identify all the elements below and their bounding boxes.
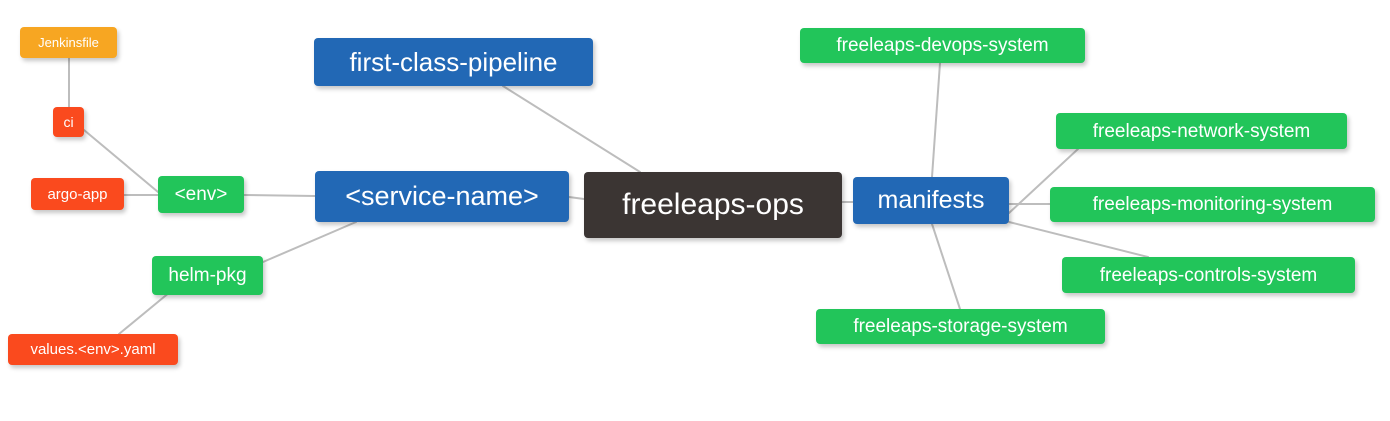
node-devops[interactable]: freeleaps-devops-system bbox=[800, 28, 1085, 63]
node-storage[interactable]: freeleaps-storage-system bbox=[816, 309, 1105, 344]
node-ci[interactable]: ci bbox=[53, 107, 84, 137]
edge-service-name-to-helm-pkg bbox=[262, 221, 357, 263]
node-pipeline[interactable]: first-class-pipeline bbox=[314, 38, 593, 86]
node-manifests[interactable]: manifests bbox=[853, 177, 1009, 224]
node-controls[interactable]: freeleaps-controls-system bbox=[1062, 257, 1355, 293]
node-root[interactable]: freeleaps-ops bbox=[584, 172, 842, 238]
edge-manifests-to-controls bbox=[1008, 221, 1149, 258]
node-service-name[interactable]: <service-name> bbox=[315, 171, 569, 222]
node-monitoring[interactable]: freeleaps-monitoring-system bbox=[1050, 187, 1375, 222]
edge-service-name-to-root bbox=[568, 196, 585, 200]
edge-env-to-service-name bbox=[243, 194, 316, 197]
node-argo-app[interactable]: argo-app bbox=[31, 178, 124, 210]
node-helm-pkg[interactable]: helm-pkg bbox=[152, 256, 263, 295]
edge-devops-to-manifests bbox=[931, 62, 941, 178]
edge-pipeline-to-root bbox=[502, 85, 641, 173]
node-env[interactable]: <env> bbox=[158, 176, 244, 213]
node-network[interactable]: freeleaps-network-system bbox=[1056, 113, 1347, 149]
edge-helm-pkg-to-values-yaml bbox=[118, 291, 171, 335]
edge-manifests-to-storage bbox=[931, 223, 961, 310]
node-jenkinsfile[interactable]: Jenkinsfile bbox=[20, 27, 117, 58]
node-values-yaml[interactable]: values.<env>.yaml bbox=[8, 334, 178, 365]
